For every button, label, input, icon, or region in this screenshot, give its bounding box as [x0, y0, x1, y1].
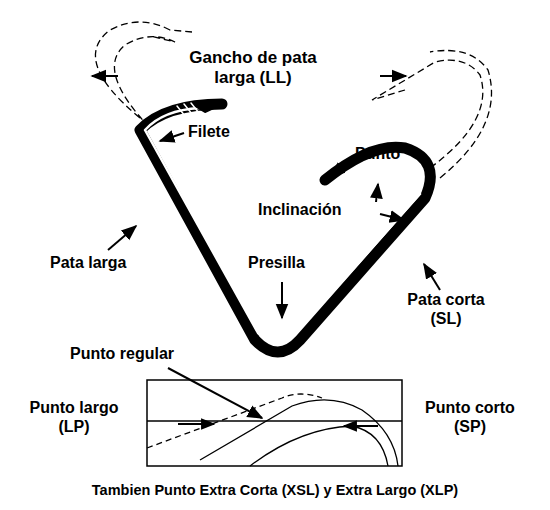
part-label: Punto corto (SP) — [420, 398, 520, 436]
caption: Tambien Punto Extra Corta (XSL) y Extra … — [92, 482, 458, 499]
part-label: Punto — [355, 144, 400, 163]
part-label: Gancho de pata larga (LL) — [173, 48, 333, 89]
hook-body — [140, 103, 430, 352]
part-label: Punto regular — [70, 344, 174, 363]
part-label: Punto largo (LP) — [24, 398, 124, 436]
part-label: Inclinación — [258, 200, 342, 219]
part-label: Presilla — [248, 253, 305, 272]
leader-arrows — [108, 133, 440, 418]
part-label: Filete — [188, 122, 230, 141]
point-detail — [147, 380, 402, 466]
part-label: Pata larga — [50, 253, 126, 272]
part-label: Pata corta (SL) — [398, 290, 494, 328]
